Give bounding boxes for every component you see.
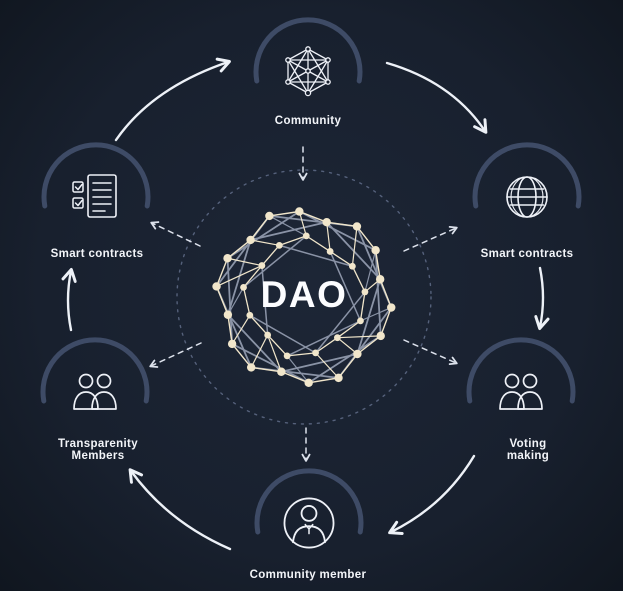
node-halo-arcs <box>40 17 582 535</box>
arrow-lefttop-to-top <box>114 57 231 142</box>
node-label-community-member: Community member <box>249 569 367 581</box>
arrow-leftbottom-to-lefttop <box>61 267 77 332</box>
arrow-rightbottom-to-bottom <box>388 454 476 535</box>
person-badge-icon <box>277 491 341 555</box>
arrow-bottom-to-leftbottom <box>128 468 232 551</box>
dao-network-mesh <box>212 207 396 387</box>
dao-center-label: DAO <box>260 274 348 316</box>
globe-icon <box>497 167 557 227</box>
members-icon <box>491 362 551 422</box>
dashed-center-to-rightbottom <box>403 339 458 366</box>
dashed-connectors <box>149 146 458 462</box>
node-label-smart-contracts-right: Smart contracts <box>480 248 574 260</box>
members-icon <box>65 362 125 422</box>
dashed-center-to-righttop <box>403 225 458 252</box>
dashed-center-to-lefttop <box>150 221 201 247</box>
node-label-community: Community <box>274 115 342 127</box>
arrow-righttop-to-rightbottom <box>534 266 550 331</box>
network-icon <box>278 42 338 102</box>
flow-arrows <box>61 57 550 551</box>
node-label-transparenity-members: Transparenity Members <box>58 438 138 462</box>
dotted-ring <box>176 169 432 425</box>
arrow-top-to-righttop <box>385 61 488 134</box>
node-label-voting-making: Voting making <box>506 438 550 462</box>
node-label-smart-contracts-left: Smart contracts <box>50 248 144 260</box>
dashed-center-to-leftbottom <box>149 342 202 368</box>
checklist-document-icon <box>66 167 126 227</box>
